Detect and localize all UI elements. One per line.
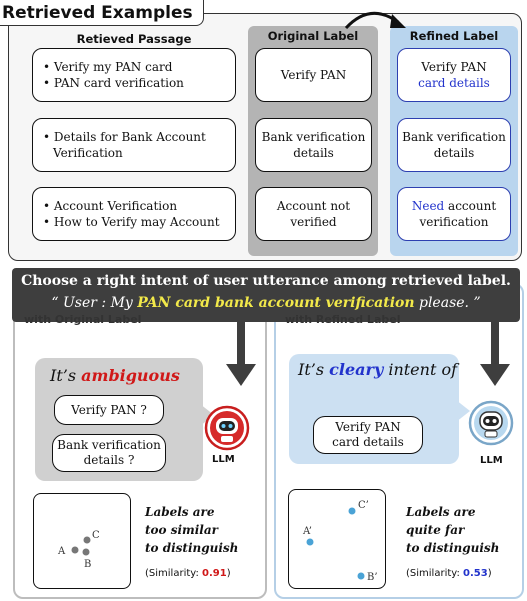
passage-box-3: • Account Verification • How to Verify m…: [32, 187, 236, 241]
curved-arrow-icon: [344, 11, 406, 30]
down-arrow-icon: [480, 320, 510, 386]
original-label-box-2: Bank verification details: [255, 118, 372, 172]
refined-label-box-2: Bank verification details: [397, 118, 511, 172]
passage-line: • Verify my PAN card: [43, 60, 173, 74]
llm-label: LLM: [212, 454, 235, 465]
point-c: [348, 507, 356, 515]
column-header-original: Original Label: [267, 29, 359, 43]
original-label-text: Account not: [276, 199, 351, 213]
point-label: A: [57, 546, 66, 557]
heading-keyword: cleary: [329, 360, 384, 379]
passage-line: • How to Verify may Account: [43, 215, 220, 229]
refined-label-text: verification: [419, 215, 489, 229]
sim-value: 0.53: [463, 568, 488, 579]
point-label: A’: [302, 526, 312, 537]
right-panel-label: with Refined Label: [285, 313, 401, 326]
point-b: [357, 572, 365, 580]
refined-label-text: Bank verification: [402, 130, 506, 144]
passage-line: • PAN card verification: [43, 76, 184, 90]
refined-label-box-3: Need account verification: [397, 187, 511, 241]
point-b: [82, 548, 90, 556]
sim-suffix: ): [226, 568, 231, 579]
chip-line: Verify PAN: [335, 420, 401, 434]
ambiguous-heading: It’s ambiguous: [50, 366, 180, 385]
desc-line: quite far: [406, 523, 465, 537]
passage-box-2: • Details for Bank Account Verification: [32, 118, 236, 172]
blue-robot-icon: [468, 400, 514, 446]
label-chip: Verify PAN card details: [313, 416, 423, 454]
question-banner: Choose a right intent of user utterance …: [12, 268, 520, 322]
refined-label-line: Need account: [412, 198, 496, 214]
sim-value: 0.91: [202, 568, 227, 579]
panel-title: Retrieved Examples: [0, 0, 204, 26]
heading-prefix: It’s: [298, 360, 330, 379]
heading-keyword: ambiguous: [81, 366, 180, 385]
original-label-text: Bank verification: [261, 130, 366, 144]
sim-prefix: (Similarity:: [145, 568, 203, 579]
embedding-scatter-original: A C B: [33, 493, 131, 589]
point-a: [306, 538, 314, 546]
clear-heading: It’s cleary intent of: [298, 360, 457, 379]
left-panel-label: with Original Label: [24, 313, 142, 326]
down-arrow-icon: [226, 320, 256, 386]
similarity-description: Labels are quite far to distinguish: [406, 503, 499, 557]
callout-pointer: [200, 404, 214, 426]
refined-label-text: details: [433, 146, 475, 160]
passage-box-1: • Verify my PAN card • PAN card verifica…: [32, 48, 236, 102]
original-label-text: verified: [290, 215, 337, 229]
original-label-text: details: [293, 146, 334, 160]
column-header-refined: Refined Label: [409, 29, 499, 43]
refined-label-text: Verify PAN: [421, 60, 487, 74]
chip-line: card details: [332, 435, 404, 449]
desc-line: Labels are: [145, 505, 215, 519]
point-c: [83, 536, 91, 544]
similarity-description: Labels are too similar to distinguish: [145, 503, 238, 557]
red-robot-icon: [204, 405, 250, 451]
label-chip: Verify PAN ?: [54, 395, 164, 425]
point-a: [71, 546, 79, 554]
point-label: C’: [358, 500, 369, 511]
refined-label-box-1: Verify PAN card details: [397, 48, 511, 102]
scatter-plot: A C B: [57, 530, 100, 570]
similarity-score: (Similarity: 0.91): [145, 568, 231, 579]
embedding-scatter-refined: A’ C’ B’: [288, 489, 386, 589]
desc-line: too similar: [145, 523, 218, 537]
utterance-prefix: “ User : My: [51, 295, 138, 311]
utterance-suffix: please. ”: [414, 295, 481, 311]
passage-line: • Account Verification: [43, 199, 178, 213]
column-header-passage: Retieved Passage: [76, 32, 192, 46]
user-utterance: “ User : My PAN card bank account verifi…: [12, 295, 520, 311]
utterance-highlight: PAN card bank account verification: [137, 295, 415, 311]
heading-prefix: It’s: [50, 366, 82, 385]
refined-label-highlight: card details: [418, 76, 490, 90]
heading-suffix: intent of: [383, 360, 458, 379]
desc-line: Labels are: [406, 505, 476, 519]
original-label-text: Verify PAN: [280, 68, 347, 82]
chip-line: Bank verification: [57, 438, 161, 452]
scatter-plot: A’ C’ B’: [302, 500, 378, 583]
question-instruction: Choose a right intent of user utterance …: [21, 273, 511, 289]
passage-line: • Details for Bank Account: [43, 130, 206, 144]
passage-line: Verification: [53, 146, 123, 160]
refined-label-highlight: Need: [411, 199, 445, 213]
point-label: C: [92, 530, 100, 541]
llm-label: LLM: [480, 455, 503, 466]
sim-prefix: (Similarity:: [406, 568, 464, 579]
desc-line: to distinguish: [406, 541, 500, 555]
refined-label-text: account: [444, 199, 497, 213]
callout-pointer: [456, 400, 470, 422]
chip-line: details ?: [83, 453, 135, 467]
point-label: B’: [367, 572, 378, 583]
sim-suffix: ): [487, 568, 492, 579]
original-label-box-1: Verify PAN: [255, 48, 372, 102]
desc-line: to distinguish: [145, 541, 239, 555]
similarity-score: (Similarity: 0.53): [406, 568, 492, 579]
point-label: B: [84, 559, 91, 570]
label-chip: Bank verification details ?: [52, 434, 166, 472]
original-label-box-3: Account not verified: [255, 187, 372, 241]
